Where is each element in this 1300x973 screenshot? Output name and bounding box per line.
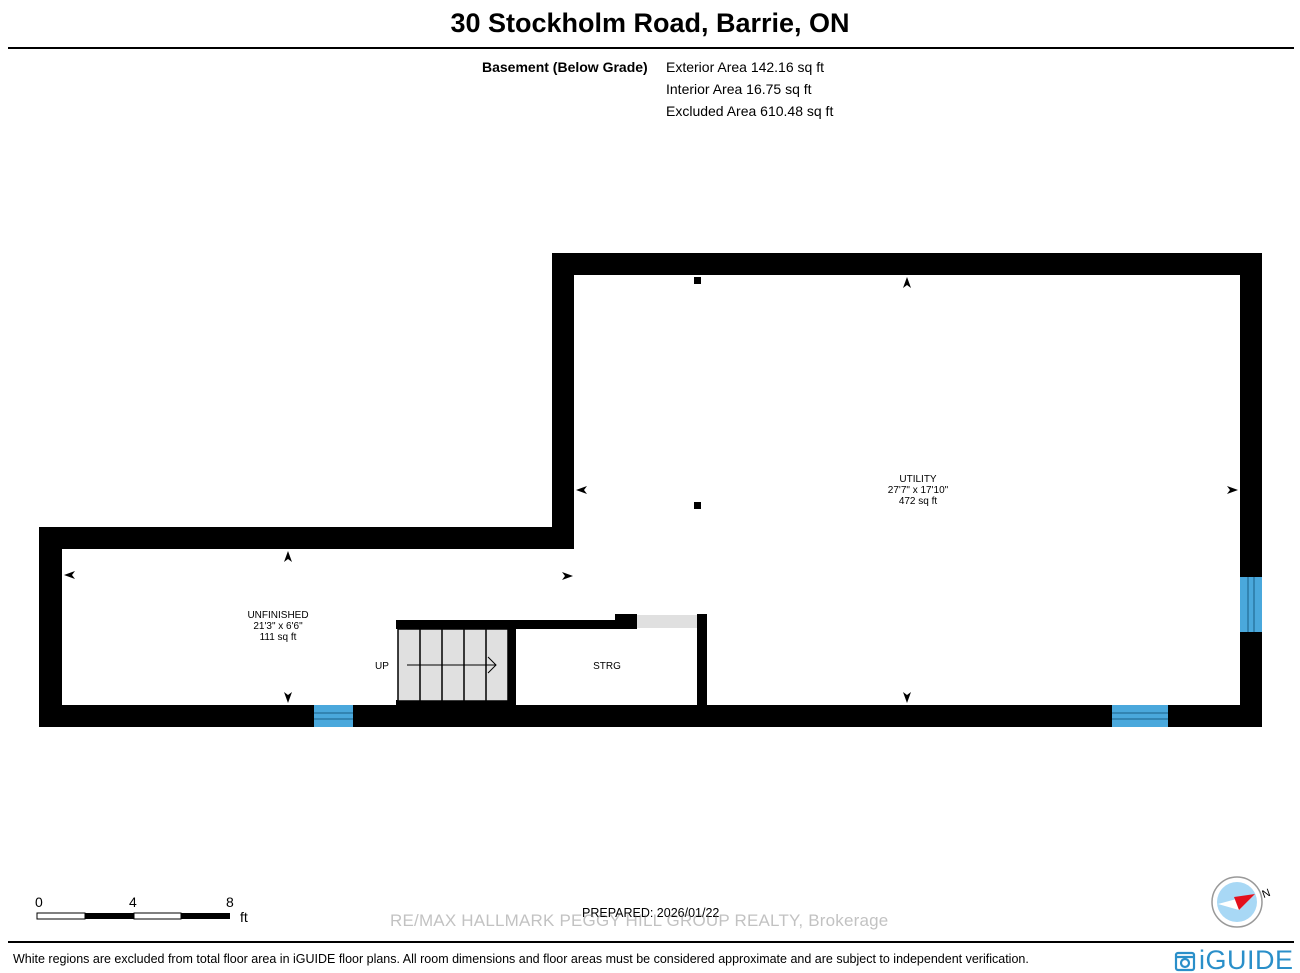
utility-dims: 27'7" x 17'10" (888, 485, 949, 496)
footer-disclaimer: White regions are excluded from total fl… (13, 952, 1029, 966)
arrow-up-icon (284, 551, 292, 562)
arrow-left-icon (576, 486, 587, 494)
footer-divider (8, 941, 1294, 943)
storage-wall-stub (615, 614, 637, 629)
arrow-up-icon (903, 277, 911, 288)
stair-divider-wall (508, 628, 516, 705)
storage-top-wall (396, 620, 636, 629)
stair-arrow-icon (407, 656, 497, 674)
scale-bar (36, 912, 230, 920)
utility-name: UTILITY (899, 474, 937, 485)
interior-area: Interior Area 16.75 sq ft (666, 81, 812, 97)
iguide-logo-icon (1174, 951, 1196, 972)
scale-unit: ft (240, 909, 248, 925)
arrow-right-icon (1227, 486, 1238, 494)
scale-tick-8: 8 (226, 894, 234, 910)
arrow-right-icon (562, 572, 573, 580)
unfinished-area: 111 sq ft (260, 632, 297, 643)
post-marker (694, 502, 701, 509)
stair-bottom (396, 700, 516, 705)
utility-area: 472 sq ft (899, 496, 938, 507)
floor-label: Basement (Below Grade) (482, 59, 648, 75)
scale-tick-4: 4 (129, 894, 137, 910)
storage-right-wall (697, 614, 707, 705)
arrow-down-icon (903, 692, 911, 703)
arrow-down-icon (284, 692, 292, 703)
iguide-logo: iGUIDE (1199, 945, 1294, 973)
window-bottom-right (1112, 705, 1168, 727)
dimension-arrows (64, 277, 1238, 703)
exterior-area: Exterior Area 142.16 sq ft (666, 59, 824, 75)
stairs-label: UP (375, 661, 389, 672)
page-title: 30 Stockholm Road, Barrie, ON (450, 8, 850, 38)
exterior-walls (39, 253, 1262, 727)
scale-tick-0: 0 (35, 894, 43, 910)
compass-icon (1211, 876, 1263, 928)
unfinished-name: UNFINISHED (247, 610, 308, 621)
stairs (397, 628, 509, 702)
window-bottom-left (314, 705, 353, 727)
compass-north-label: N (1261, 887, 1273, 901)
post-marker (694, 277, 701, 284)
arrow-left-icon (64, 571, 75, 579)
storage-name: STRG (593, 661, 621, 672)
window-right (1240, 577, 1262, 632)
prepared-date: PREPARED: 2026/01/22 (582, 906, 720, 920)
watermark: RE/MAX HALLMARK PEGGY HILL GROUP REALTY,… (390, 911, 889, 930)
title-divider (8, 47, 1294, 49)
unfinished-dims: 21'3" x 6'6" (253, 621, 303, 632)
storage-door-opening (637, 615, 697, 628)
excluded-area: Excluded Area 610.48 sq ft (666, 103, 834, 119)
